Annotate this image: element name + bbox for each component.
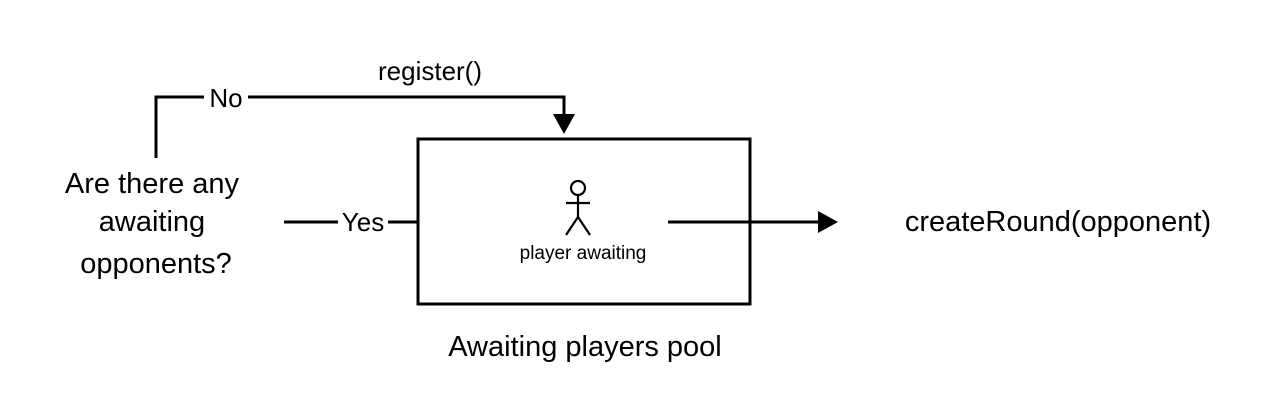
yes-label: Yes <box>342 207 384 237</box>
no-connector-line <box>154 95 566 158</box>
actor-icon <box>565 179 591 236</box>
output-connector-arrowhead <box>818 211 838 233</box>
output-label: createRound(opponent) <box>905 206 1211 238</box>
output-connector <box>668 211 838 233</box>
no-label-bg <box>204 82 248 112</box>
no-label: No <box>209 83 242 113</box>
pool-label: Awaiting players pool <box>448 331 722 363</box>
actor-label: player awaiting <box>520 243 647 264</box>
decision-question: Are there any awaiting opponents? <box>65 168 247 280</box>
yes-label-bg <box>338 207 388 237</box>
no-connector-arrowhead <box>553 114 575 134</box>
no-connector <box>154 95 575 158</box>
register-label: register() <box>378 56 482 86</box>
question-line-3: opponents? <box>80 248 232 280</box>
question-line-2: awaiting <box>99 206 205 238</box>
question-line-1: Are there any <box>65 168 240 200</box>
